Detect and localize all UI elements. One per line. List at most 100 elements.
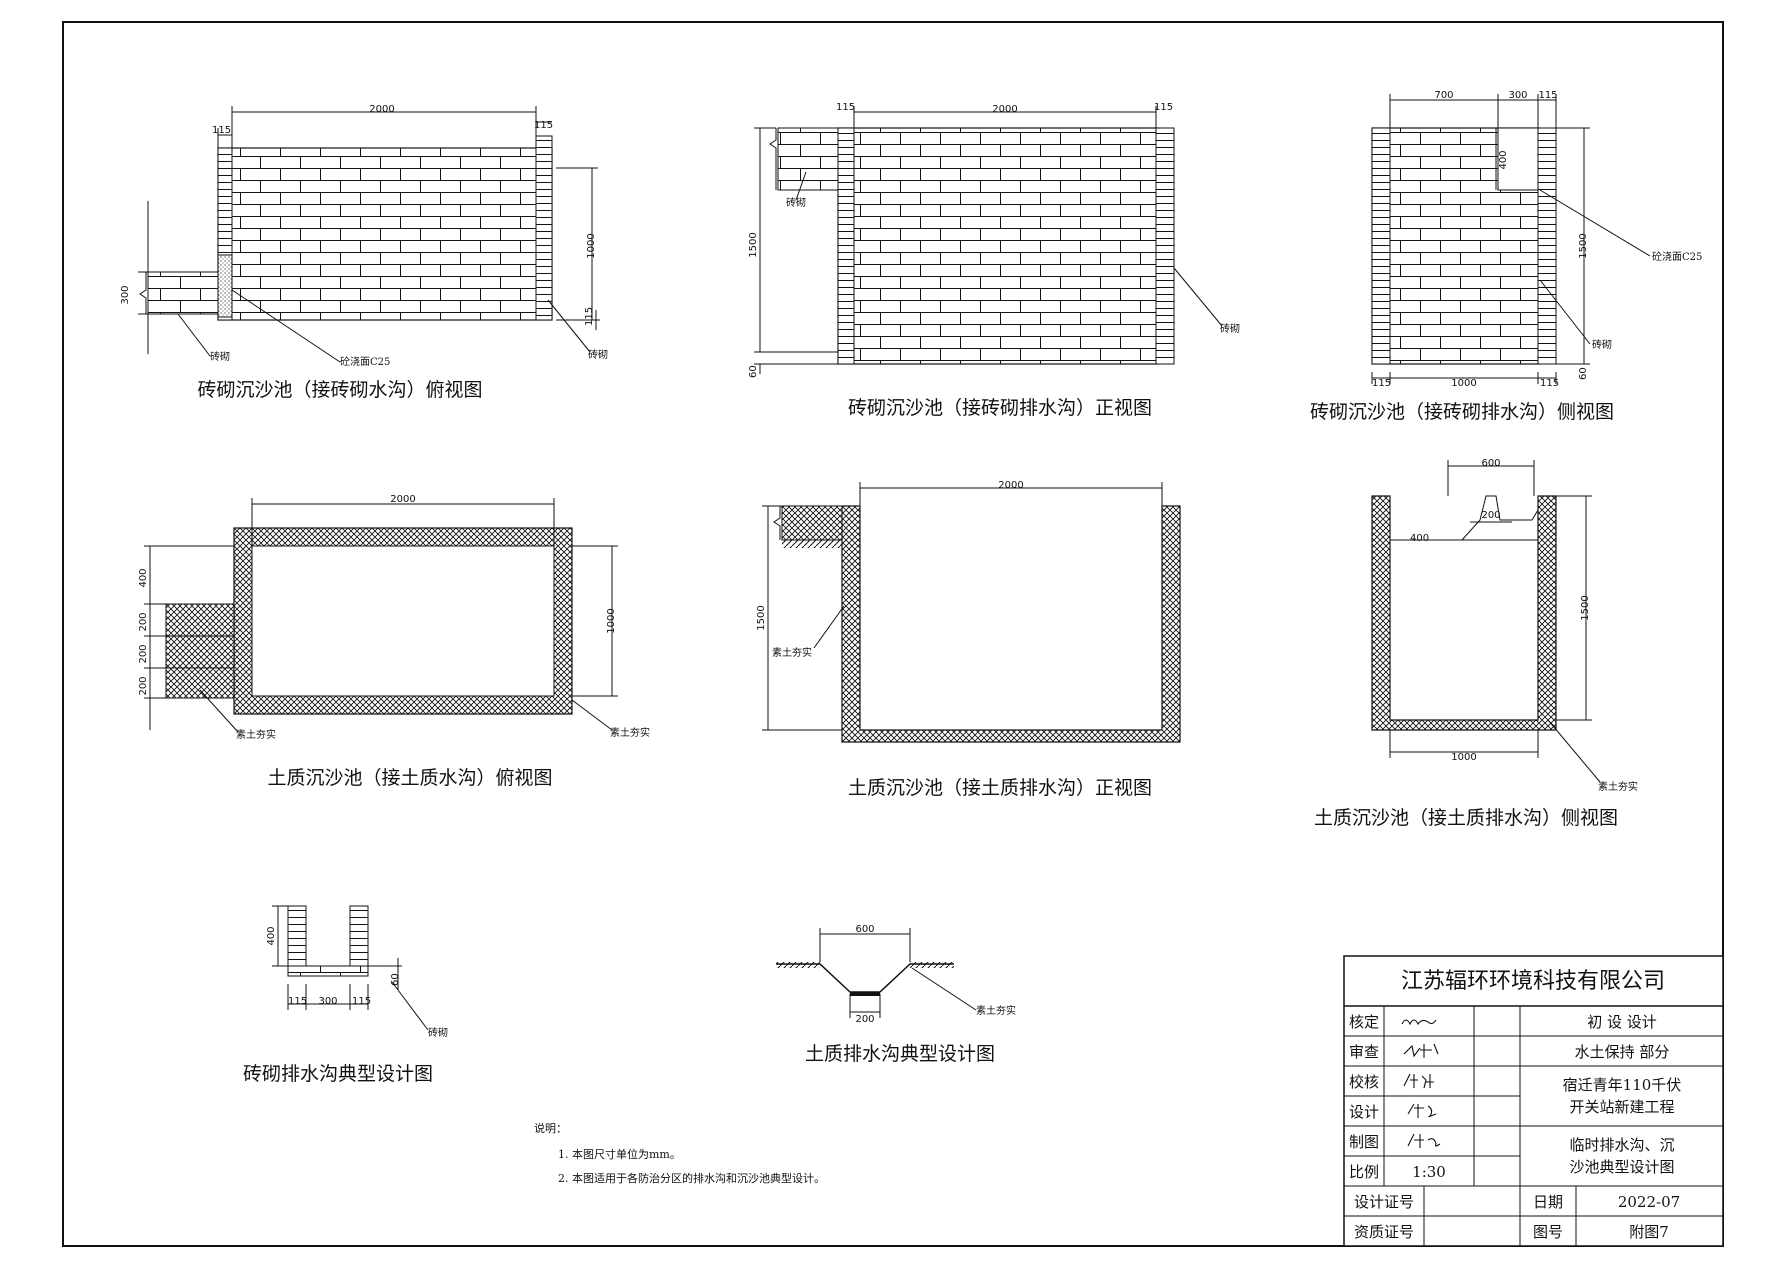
dim-text: 115 xyxy=(1540,378,1559,389)
view-title: 砖砌沉沙池（接砖砌排水沟）侧视图 xyxy=(1310,401,1614,423)
dim-text: 300 xyxy=(120,285,131,304)
dim-text: 300 xyxy=(1508,90,1527,101)
callout-text: 素土夯实 xyxy=(610,726,650,739)
soil-side-inlet xyxy=(1390,495,1539,541)
note-item: 2. 本图适用于各防治分区的排水沟和沉沙池典型设计。 xyxy=(558,1171,825,1185)
dim-text: 2000 xyxy=(998,480,1023,491)
dim-text: 400 xyxy=(1410,533,1429,544)
drawing-name-line2: 沙池典型设计图 xyxy=(1569,1158,1674,1176)
brick-plan-pool xyxy=(217,147,553,321)
row-label: 制图 xyxy=(1349,1133,1379,1151)
callout-text: 砖砌 xyxy=(1592,338,1612,351)
callout-text: 素土夯实 xyxy=(976,1004,1016,1017)
concrete-cap xyxy=(217,254,233,318)
view-title: 砖砌沉沙池（接砖砌排水沟）正视图 xyxy=(848,397,1152,419)
row-label: 审查 xyxy=(1349,1043,1379,1061)
brick-side-right-wall xyxy=(1537,127,1557,365)
dim-text: 400 xyxy=(138,568,149,587)
dim-text: 115 xyxy=(1154,102,1173,113)
brick-ditch-left-wall xyxy=(287,905,307,975)
soil-plan-interior xyxy=(251,545,555,697)
brick-front-left-wall xyxy=(837,127,855,365)
dim-text: 115 xyxy=(1538,90,1557,101)
soil-side-view: 600 200 400 1500 1000 素土夯实 土质沉沙池（接土质排水沟）… xyxy=(1314,458,1638,829)
brick-ditch-right-wall xyxy=(349,905,369,975)
callout-text: 素土夯实 xyxy=(772,646,812,659)
brick-front-pool xyxy=(837,127,1159,365)
title-block: 江苏辐环环境科技有限公司 核定 审查 校核 设计 制图 比例 1:30 初 设 … xyxy=(1343,955,1724,1247)
callout-text: 砖砌 xyxy=(786,196,806,209)
fig-value: 附图7 xyxy=(1629,1223,1669,1241)
design-section: 水土保持 部分 xyxy=(1575,1043,1670,1061)
dim-text: 2000 xyxy=(369,104,394,115)
notes: 说明： 1. 本图尺寸单位为mm。 2. 本图适用于各防治分区的排水沟和沉沙池典… xyxy=(534,1121,825,1185)
dim-text: 1500 xyxy=(756,605,767,630)
callout-text: 砖砌 xyxy=(428,1026,448,1039)
callout-text: 砖砌 xyxy=(210,350,230,363)
dim-text: 400 xyxy=(266,926,277,945)
dim-text: 115 xyxy=(288,996,307,1007)
brick-ditch-bottom xyxy=(287,965,369,977)
dim-text: 115 xyxy=(534,120,553,131)
soil-front-channel xyxy=(781,505,843,541)
dim-text: 115 xyxy=(584,307,595,326)
design-cert-label: 设计证号 xyxy=(1354,1193,1414,1211)
notes-heading: 说明： xyxy=(534,1121,567,1135)
brick-plan-view: 2000 115 115 1000 300 115 砖砌 砼浇面C25 砖砌 砖… xyxy=(120,104,608,401)
dim-text: 115 xyxy=(212,125,231,136)
soil-side-section xyxy=(1371,495,1557,731)
dim-text: 200 xyxy=(855,1014,874,1025)
company-name: 江苏辐环环境科技有限公司 xyxy=(1401,969,1665,994)
scale-value: 1:30 xyxy=(1412,1163,1446,1181)
break-line xyxy=(773,506,781,540)
brick-side-view: 700 300 115 400 1500 115 1000 115 60 砼浇面… xyxy=(1310,90,1702,423)
dim-text: 400 xyxy=(1498,150,1509,169)
fig-label: 图号 xyxy=(1533,1223,1563,1241)
callout-text: 砼浇面C25 xyxy=(340,355,390,368)
dim-text: 1000 xyxy=(1451,752,1476,763)
drawing-name-line1: 临时排水沟、沉 xyxy=(1569,1136,1674,1154)
dim-text: 1000 xyxy=(1451,378,1476,389)
dim-text: 600 xyxy=(855,924,874,935)
callout-text: 砖砌 xyxy=(588,348,608,361)
dim-text: 200 xyxy=(138,612,149,631)
callout-text: 砼浇面C25 xyxy=(1652,250,1702,263)
soil-front-section xyxy=(841,505,1181,743)
sheet-border xyxy=(62,21,1724,1247)
soil-plan-channel xyxy=(165,603,235,699)
dim-text: 60 xyxy=(748,365,759,378)
note-item: 1. 本图尺寸单位为mm。 xyxy=(558,1147,681,1161)
dim-text: 1000 xyxy=(606,608,617,633)
design-stage: 初 设 设计 xyxy=(1587,1013,1657,1031)
dim-text: 60 xyxy=(1578,367,1589,380)
dim-text: 115 xyxy=(836,102,855,113)
row-label: 核定 xyxy=(1349,1013,1379,1031)
dim-text: 200 xyxy=(138,644,149,663)
dim-text: 700 xyxy=(1434,90,1453,101)
dim-text: 1500 xyxy=(1578,233,1589,258)
brick-side-notch xyxy=(1497,127,1539,191)
dim-text: 600 xyxy=(1481,458,1500,469)
brick-side-left-wall xyxy=(1371,127,1391,365)
view-title: 土质沉沙池（接土质水沟）俯视图 xyxy=(267,767,552,789)
break-line xyxy=(139,272,147,314)
view-title: 砖砌沉沙池（接砖砌水沟）俯视图 xyxy=(197,379,482,401)
brick-front-view: 2000 115 115 1500 60 砖砌 砖砌 砖砌沉沙池（接砖砌排水沟）… xyxy=(748,102,1240,419)
brick-ditch-view: 400 115 300 115 60 砖砌 砖砌排水沟典型设计图 xyxy=(243,905,448,1085)
soil-ditch-view: 600 200 素土夯实 土质排水沟典型设计图 xyxy=(776,924,1016,1065)
dim-text: 115 xyxy=(1372,378,1391,389)
view-title: 土质沉沙池（接土质排水沟）正视图 xyxy=(848,777,1152,799)
dim-text: 1500 xyxy=(1580,595,1591,620)
project-name-line2: 开关站新建工程 xyxy=(1569,1098,1674,1116)
brick-plan-right-wall xyxy=(535,135,553,321)
callout-text: 素土夯实 xyxy=(1598,780,1638,793)
date-value: 2022-07 xyxy=(1618,1193,1680,1211)
qual-cert-label: 资质证号 xyxy=(1354,1223,1414,1241)
callout-text: 素土夯实 xyxy=(236,728,276,741)
row-label: 校核 xyxy=(1349,1073,1379,1091)
dim-text: 200 xyxy=(1481,510,1500,521)
brick-front-channel xyxy=(777,127,839,191)
soil-plan-view: 2000 400 200 200 200 1000 素土夯实 素土夯实 土质沉沙… xyxy=(138,494,650,789)
dim-text: 60 xyxy=(390,973,401,986)
